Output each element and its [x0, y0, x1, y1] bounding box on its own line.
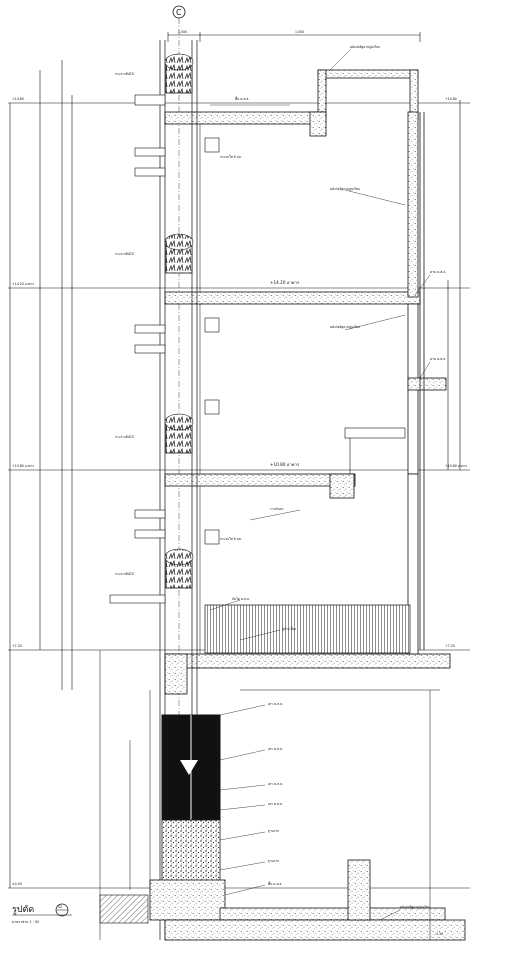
lower-slab: [99, 859, 466, 941]
note-column-4: เสา ค.ส.ล.: [268, 802, 283, 806]
note-glass-2: กระจกใส 6 มม.: [220, 537, 242, 541]
lower-column: [149, 714, 226, 921]
dim-top-1: 1,000: [178, 30, 187, 34]
note-column-2: เสา ค.ส.ล.: [268, 747, 283, 751]
slab-level-3: [164, 291, 421, 305]
slab-level-2: [164, 473, 356, 499]
level-roof-right: +14.80: [445, 97, 457, 101]
level-1-left: +7.20: [12, 644, 22, 648]
level-3: +14.20 อาคาร: [270, 280, 300, 285]
planter-3: [164, 413, 194, 454]
note-wall-lower: ผนังก่ออิฐฉาบปูนเรียบ: [400, 905, 430, 909]
slab-level-1: [164, 653, 451, 695]
planter-2: [164, 233, 194, 274]
note-planter-1: กระถางต้นไม้: [115, 72, 134, 76]
note-planter-3: กระถางต้นไม้: [115, 435, 134, 439]
note-stair: บันได ค.ส.ล.: [232, 597, 250, 601]
note-wall-2: ผนังก่ออิฐฉาบปูนเรียบ: [330, 325, 360, 329]
note-planter-4: กระถางต้นไม้: [115, 572, 134, 576]
note-footing-2: ฐานราก: [268, 859, 279, 863]
title-block: รูปตัด S2 มาตราส่วน 1 : 50: [12, 903, 72, 924]
note-column-3: เสา ค.ส.ล.: [268, 782, 283, 786]
note-slab-lower: พื้น ค.ส.ล.: [268, 881, 282, 886]
note-glass-1: กระจกใส 6 มม.: [220, 155, 242, 159]
drawing-title: รูปตัด: [12, 905, 34, 915]
drawing-scale: มาตราส่วน 1 : 50: [12, 920, 39, 924]
level-ground-left: ±0.00: [12, 882, 22, 886]
sheet-number: S2: [58, 905, 62, 909]
stair: [204, 604, 411, 654]
note-planter-2: กระถางต้นไม้: [115, 252, 134, 256]
note-beam-1: คาน ค.ส.ล.: [430, 270, 446, 274]
note-wall-1: ผนังก่ออิฐฉาบปูนเรียบ: [330, 187, 360, 191]
planter-1: [164, 53, 194, 94]
note-rail: ราวกันตก: [270, 507, 283, 511]
dim-top-2: 1,500: [295, 30, 304, 34]
note-parapet: ผนังก่ออิฐฉาบปูนเรียบ: [350, 45, 380, 49]
planter-4: [164, 548, 194, 589]
slab-roof: [164, 111, 327, 137]
note-column-1: เสา ค.ส.ล.: [268, 702, 283, 706]
level-1-right: +7.20: [445, 644, 455, 648]
right-wall: [407, 111, 447, 655]
note-tile: ปูกระเบื้อง: [282, 626, 296, 631]
note-footing-1: ฐานราก: [268, 829, 279, 833]
level-2: +10.80 อาคาร: [270, 462, 300, 467]
level-3-left: +14.20 อาคาร: [12, 282, 34, 286]
level-2-right: +10.80 อาคาร: [445, 464, 467, 468]
level-2-left: +10.80 อาคาร: [12, 464, 34, 468]
roof-parapet: [317, 69, 419, 121]
note-beam-2: คาน ค.ส.ล.: [430, 357, 446, 361]
level-roof-left: +14.80: [12, 97, 24, 101]
note-slab-roof: พื้น ค.ส.ล.: [235, 96, 249, 101]
grid-bubble-label: C: [176, 8, 182, 17]
level-lower-right: -1.20: [435, 932, 443, 936]
